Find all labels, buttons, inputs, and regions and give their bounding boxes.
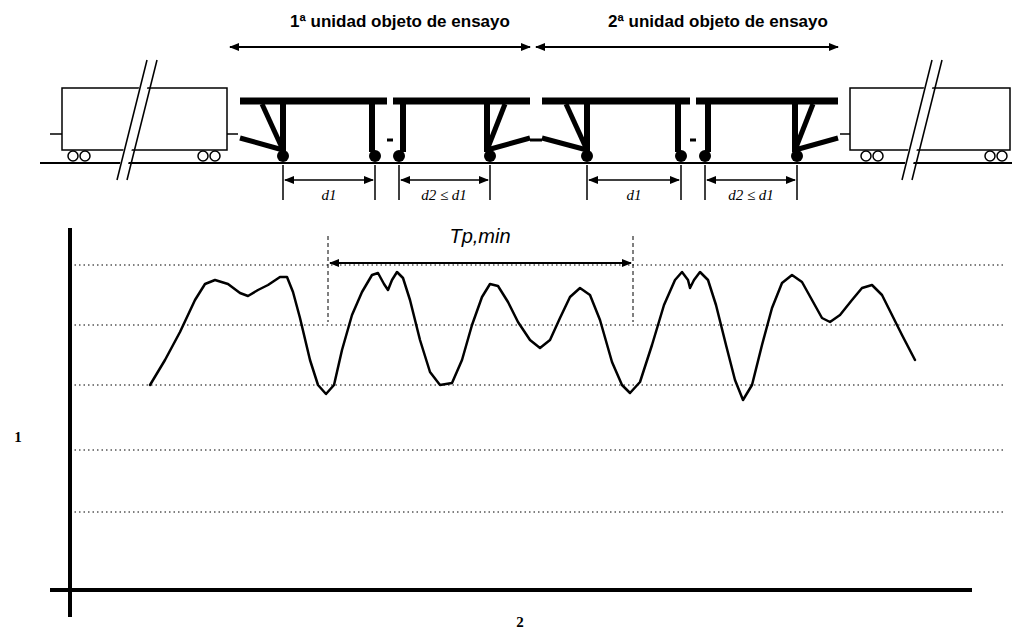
span-arrow (536, 46, 838, 48)
axis-label: 2 (516, 614, 524, 631)
rail (40, 162, 1012, 164)
dimension-label: d2 ≤ d1 (419, 187, 469, 204)
wagon (50, 60, 238, 180)
period-marker (328, 236, 633, 322)
grid-line (70, 265, 1005, 512)
wagon (840, 60, 1010, 180)
y-axis (68, 228, 72, 617)
span-arrow (230, 46, 530, 48)
dimension-label: d2 ≤ d1 (726, 187, 776, 204)
axis-label: 1 (14, 429, 22, 446)
x-axis (50, 588, 972, 592)
period-label: Tp,min (446, 225, 513, 247)
dimension-label: d1 (625, 187, 644, 204)
signal-curve (150, 272, 915, 400)
dimension-label: d1 (320, 187, 339, 204)
unit-label: 2ª unidad objeto de ensayo (608, 13, 828, 32)
test-unit (240, 101, 530, 152)
test-unit (530, 101, 838, 152)
unit-label: 1ª unidad objeto de ensayo (290, 13, 510, 32)
wheels (277, 150, 803, 162)
dimension (283, 165, 797, 200)
